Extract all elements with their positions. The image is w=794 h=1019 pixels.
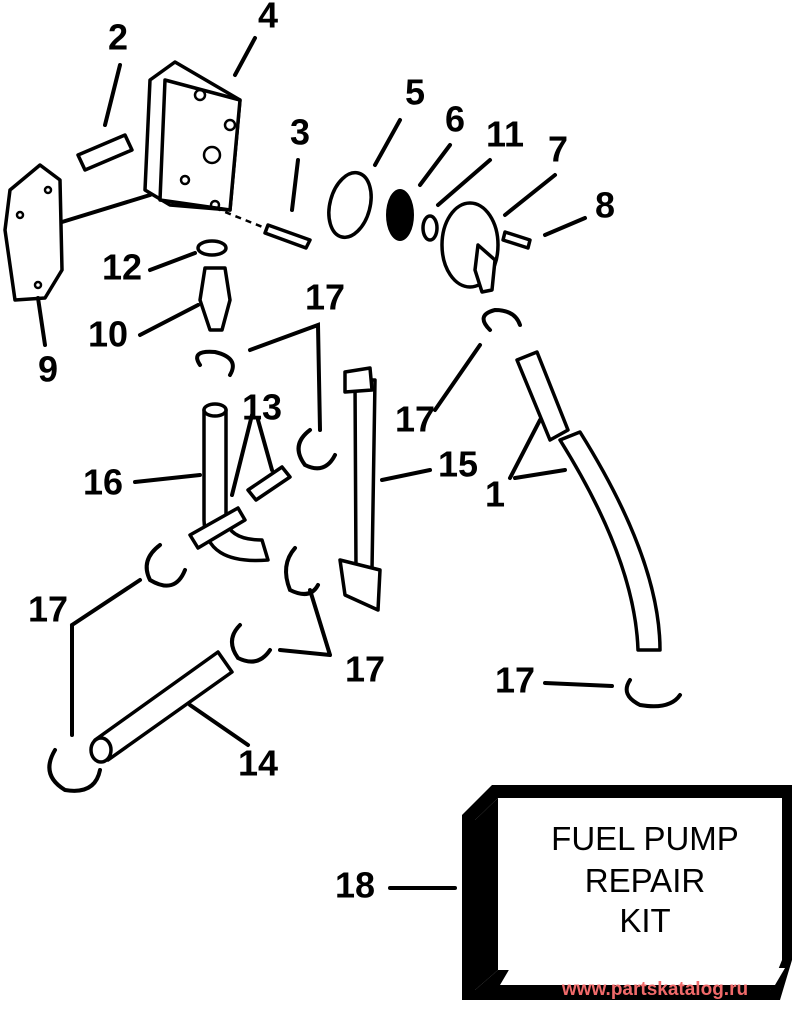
- callout-12: 12: [102, 247, 142, 288]
- part-4-pump-body: [60, 60, 242, 224]
- part-2-plate: [76, 133, 134, 172]
- callout-17: 17: [345, 649, 385, 690]
- part-8-screw: [501, 230, 532, 250]
- part-11-ring: [421, 214, 439, 242]
- callout-16: 16: [83, 462, 123, 503]
- kit-label-line-2: REPAIR: [585, 862, 705, 899]
- callout-11: 11: [486, 114, 524, 155]
- part-3-screw: [263, 223, 312, 250]
- callout-6: 6: [445, 99, 465, 140]
- callout-18: 18: [335, 865, 375, 906]
- callout-15: 15: [438, 444, 478, 485]
- part-9-gasket: [3, 163, 64, 302]
- callout-10: 10: [88, 314, 128, 355]
- part-17-clamps: [47, 307, 682, 793]
- part-10-fitting: [198, 266, 232, 332]
- part-18-repair-kit-box: FUEL PUMP REPAIR KIT www.partskatalog.ru: [462, 785, 792, 1000]
- callout-1: 1: [485, 474, 505, 515]
- part-7-cover: [440, 201, 500, 294]
- part-1-hose-lower: [558, 430, 662, 652]
- callout-3: 3: [290, 112, 310, 153]
- part-15-tube: [338, 366, 382, 612]
- part-13-hose-b: [188, 506, 247, 550]
- part-13-hose-a: [246, 465, 292, 502]
- callout-9: 9: [38, 349, 58, 390]
- callout-17: 17: [305, 277, 345, 318]
- callout-4: 4: [258, 0, 278, 36]
- callout-14: 14: [238, 743, 278, 784]
- callout-5: 5: [405, 72, 425, 113]
- kit-label-line-1: FUEL PUMP: [551, 820, 739, 857]
- part-14-hose: [93, 650, 234, 762]
- watermark: www.partskatalog.ru: [561, 979, 748, 1000]
- part-1-hose-upper: [515, 350, 570, 442]
- callout-17: 17: [395, 399, 435, 440]
- part-5-o-ring: [327, 170, 373, 240]
- part-12-o-ring: [196, 239, 228, 257]
- callout-13: 13: [242, 387, 282, 428]
- leader-lines: [36, 36, 614, 890]
- part-6-diaphragm: [386, 189, 414, 241]
- callout-7: 7: [548, 129, 568, 170]
- callout-17: 17: [28, 589, 68, 630]
- kit-label-line-3: KIT: [619, 902, 670, 939]
- callout-2: 2: [108, 17, 128, 58]
- callout-8: 8: [595, 185, 615, 226]
- callout-17: 17: [495, 660, 535, 701]
